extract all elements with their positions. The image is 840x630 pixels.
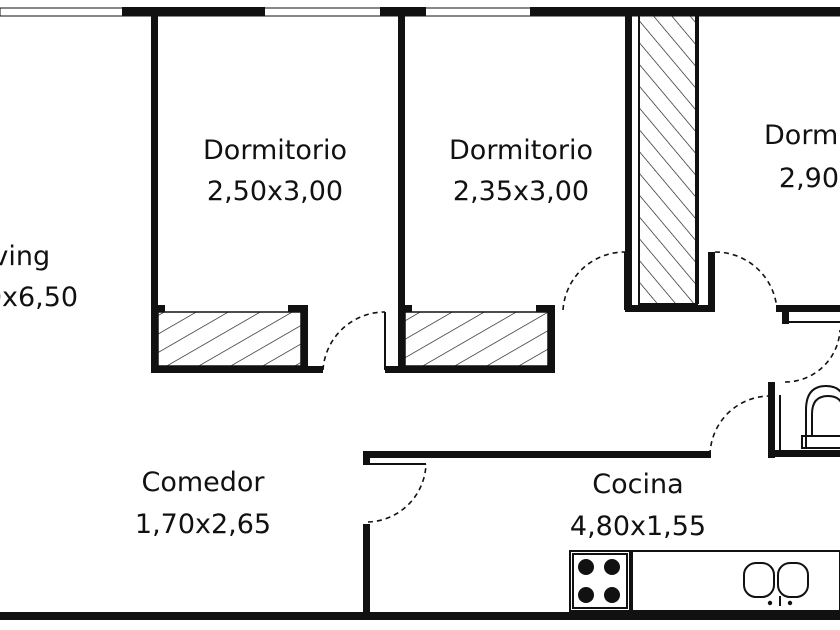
living-room-name: Living (0, 241, 50, 272)
bedroom-3-name: Dormitorio (764, 120, 840, 151)
toilet-icon (801, 384, 840, 449)
wardrobe-hatch (404, 311, 549, 367)
bedroom-3-walls (776, 305, 840, 324)
top-exterior-wall (0, 7, 840, 17)
kitchen-dims: 4,80x1,55 (570, 511, 706, 542)
bedroom-2-dims: 2,35x3,00 (453, 176, 589, 207)
top-wall-segment (380, 7, 426, 16)
door-swing (322, 311, 386, 371)
dining-room-name: Comedor (141, 467, 265, 498)
bedroom-1-dims: 2,50x3,00 (207, 176, 343, 207)
living-room-dims: 3,30x6,50 (0, 282, 78, 313)
sink-icon (631, 550, 840, 612)
top-wall-segment (122, 7, 265, 16)
door-swing (367, 463, 427, 523)
kitchen-name: Cocina (592, 469, 683, 500)
bathroom-walls (709, 329, 840, 458)
wardrobe-hatch (157, 311, 302, 367)
stove-icon (569, 550, 631, 612)
dining-room-dims: 1,70x2,65 (135, 509, 271, 540)
shaft-column (625, 12, 715, 312)
bedroom-2-walls (385, 12, 555, 373)
bedroom-2-name: Dormitorio (449, 135, 593, 166)
top-wall-segment (530, 7, 840, 16)
bottom-exterior-wall (0, 612, 840, 620)
bedroom-1-name: Dormitorio (203, 135, 347, 166)
door-swing (562, 251, 626, 311)
door-swing (714, 251, 778, 311)
bedroom-1-walls (151, 12, 323, 373)
bedroom-3-dims: 2,90x3,00 (779, 163, 840, 194)
kitchen-walls (363, 451, 711, 616)
